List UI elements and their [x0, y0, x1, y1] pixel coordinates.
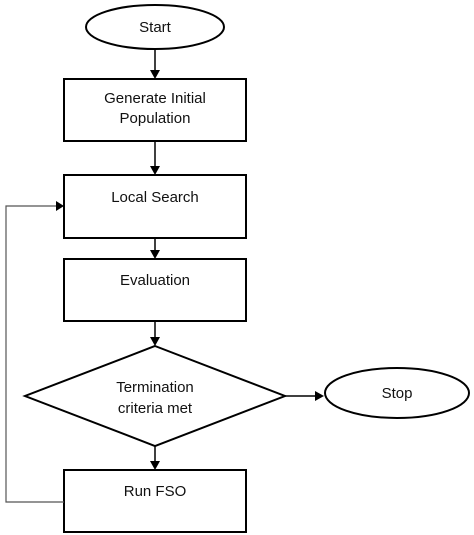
stop-node: Stop [324, 367, 470, 419]
termination-label-line2: criteria met [118, 400, 193, 417]
evaluation-node: Evaluation [63, 258, 247, 322]
generate-label-line1: Generate Initial [104, 90, 206, 107]
start-node: Start [85, 4, 225, 50]
start-label: Start [139, 19, 172, 36]
evaluation-label: Evaluation [120, 272, 190, 289]
arrow-termination-to-stop [285, 391, 324, 401]
arrow-local-search-to-evaluation [150, 238, 160, 259]
arrow-evaluation-to-termination [150, 321, 160, 346]
local-search-node: Local Search [63, 174, 247, 239]
run-fso-node: Run FSO [63, 469, 247, 533]
run-fso-label: Run FSO [124, 483, 187, 500]
local-search-label: Local Search [111, 189, 199, 206]
stop-label: Stop [382, 385, 413, 402]
arrow-termination-to-run-fso [150, 446, 160, 470]
arrow-generate-to-local-search [150, 141, 160, 175]
arrow-start-to-generate [150, 49, 160, 79]
termination-label-line1: Termination [116, 379, 194, 396]
termination-decision-node: Termination criteria met [22, 344, 288, 448]
generate-label-line2: Population [120, 110, 191, 127]
generate-population-node: Generate Initial Population [63, 78, 247, 142]
loop-back-connector [5, 201, 64, 503]
